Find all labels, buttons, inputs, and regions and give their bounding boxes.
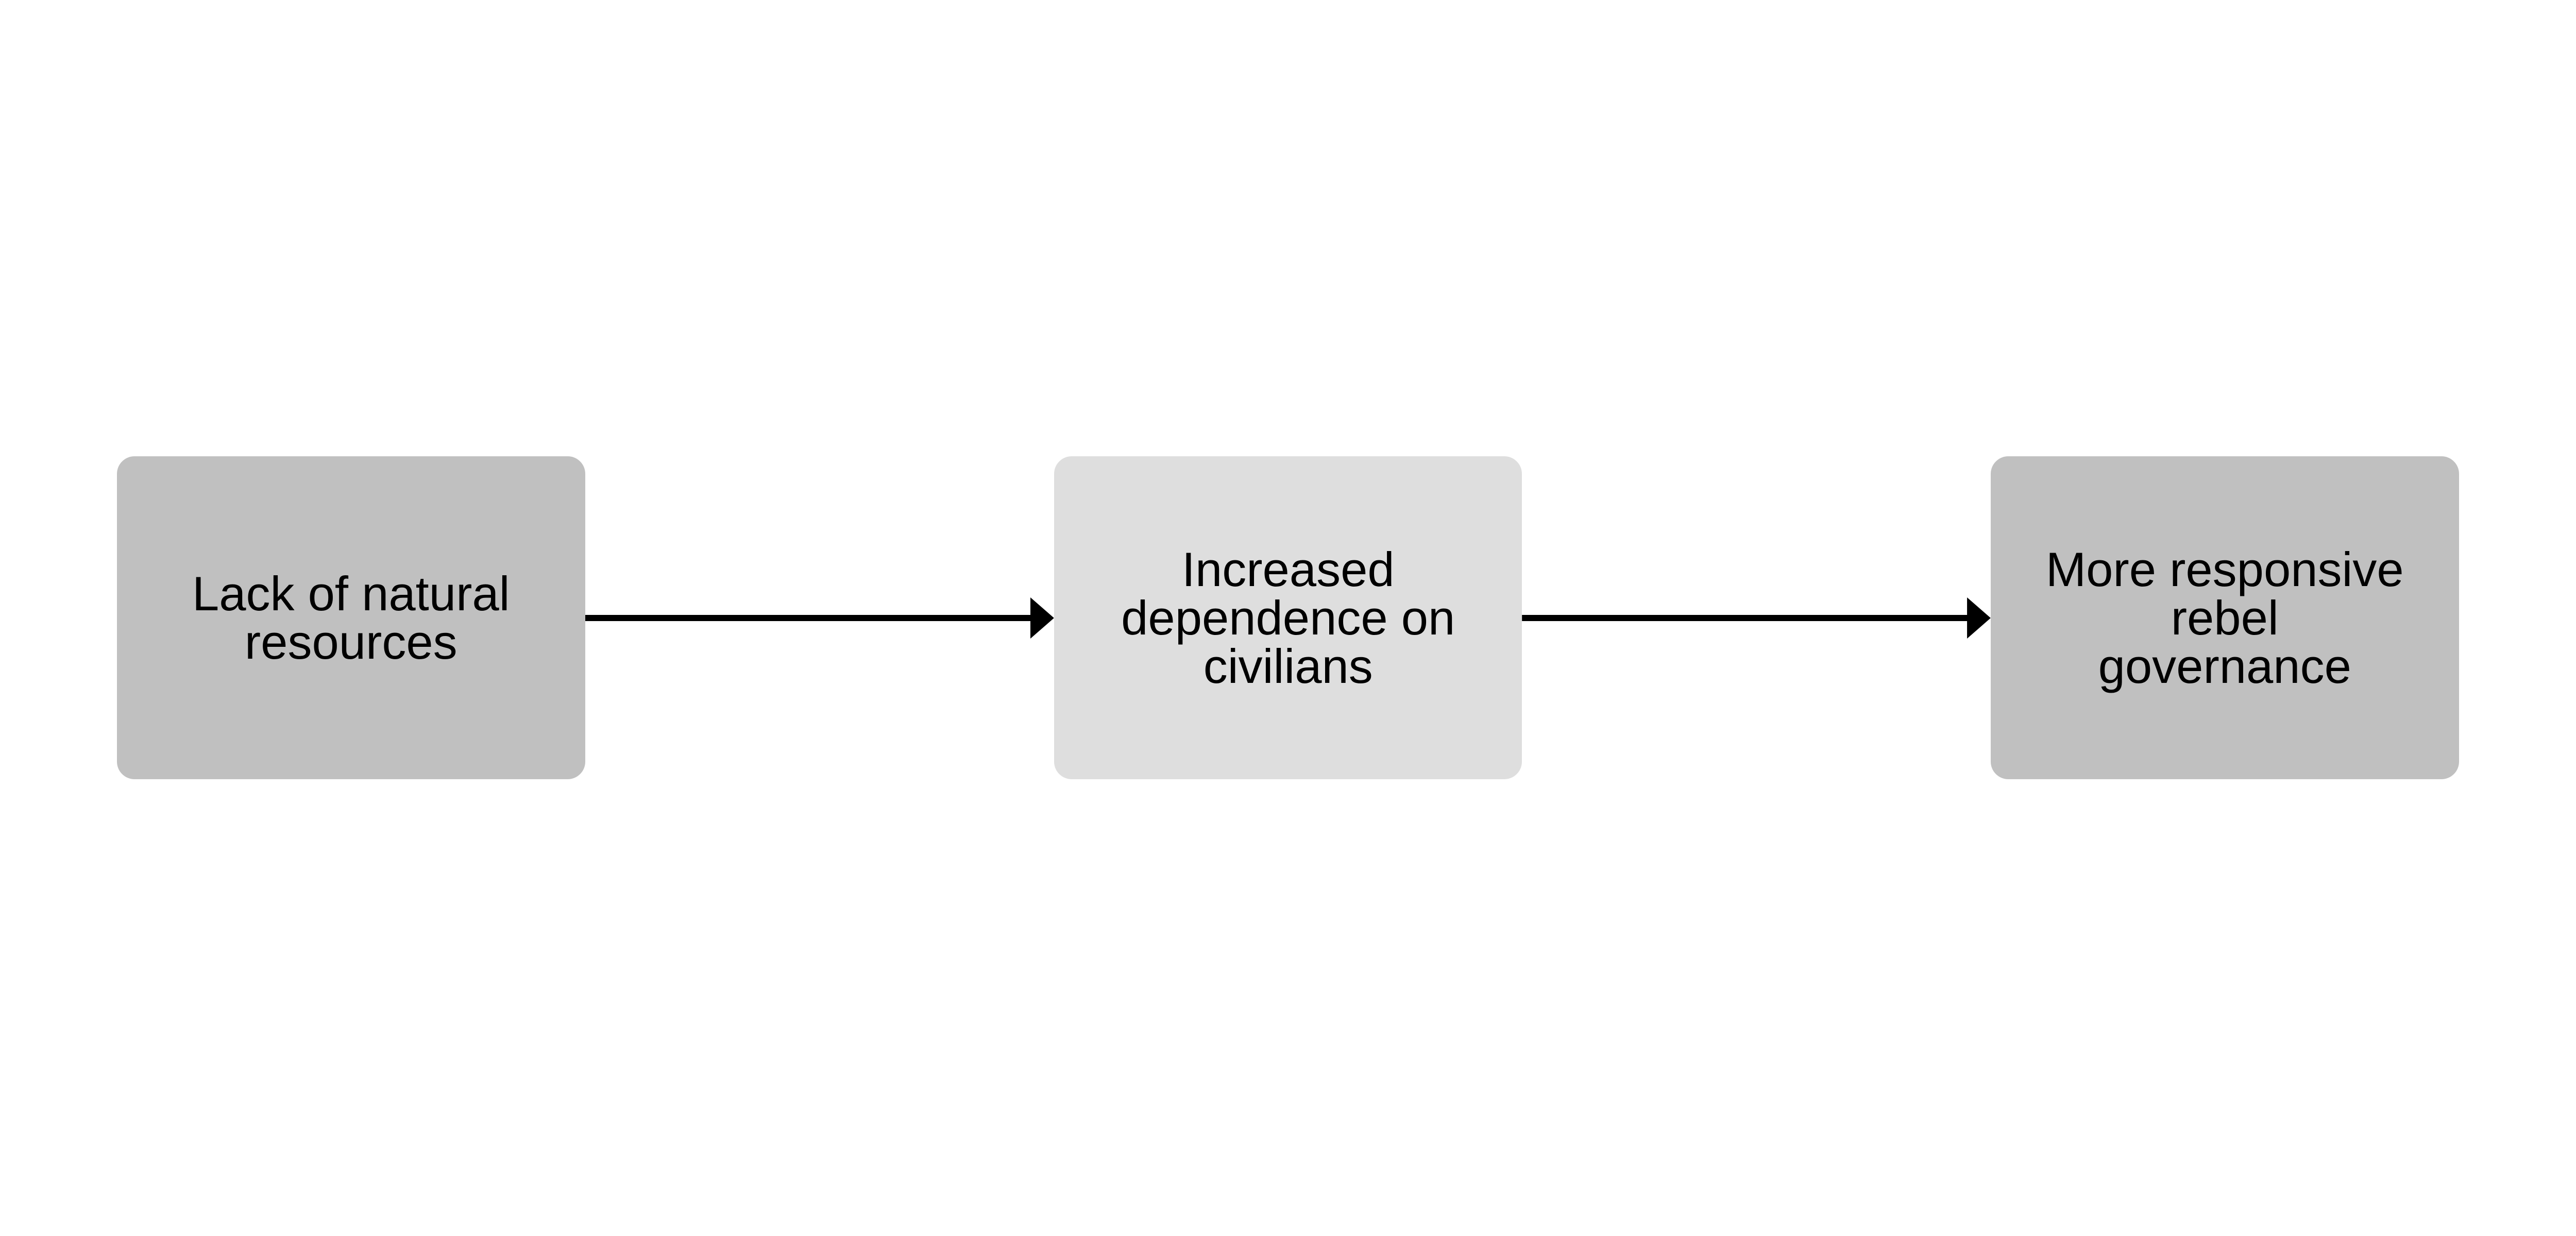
node-more-responsive-rebel-governance: More responsive rebel governance bbox=[1991, 456, 2459, 779]
node-label: More responsive rebel governance bbox=[2045, 542, 2404, 693]
edge-2 bbox=[1522, 597, 1991, 639]
node-lack-of-natural-resources: Lack of natural resources bbox=[117, 456, 585, 779]
edge-1-arrowhead-icon bbox=[1030, 597, 1054, 639]
node-label: Lack of natural resources bbox=[192, 566, 510, 669]
edge-2-arrowhead-icon bbox=[1967, 597, 1991, 639]
node-label: Increased dependence on civilians bbox=[1121, 542, 1455, 693]
node-increased-dependence-on-civilians: Increased dependence on civilians bbox=[1054, 456, 1522, 779]
edge-1 bbox=[585, 597, 1054, 639]
